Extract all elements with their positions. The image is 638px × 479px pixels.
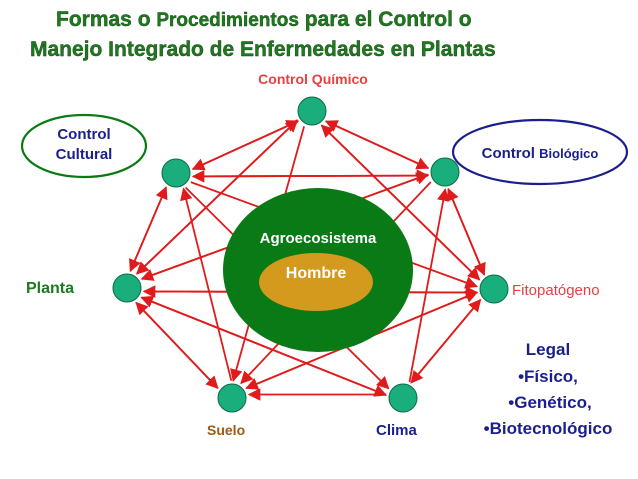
arrow-s-to-cc bbox=[180, 187, 233, 381]
arrow-c-to-f bbox=[410, 298, 482, 384]
method-item-genetico: •Genético, bbox=[508, 393, 591, 412]
title-part-1: Formas o bbox=[56, 8, 156, 31]
control-biologico-outline bbox=[451, 118, 629, 186]
label-fitopatogeno: Fitopatógeno bbox=[512, 282, 600, 299]
hombre-label: Hombre bbox=[286, 265, 347, 282]
title-line-2: Manejo Integrado de Enfermedades en Plan… bbox=[30, 38, 496, 61]
node-fitopatogeno bbox=[479, 274, 509, 304]
arrow-cb-to-cc bbox=[191, 170, 429, 183]
arrow-f-to-q bbox=[320, 124, 481, 281]
label-control-quimico: Control Químico bbox=[258, 71, 368, 87]
arrow-c-to-p bbox=[140, 295, 387, 396]
label-control-biologico: Control Biológico bbox=[482, 145, 599, 162]
arrow-p-to-q bbox=[136, 119, 299, 275]
control-cultural-outline bbox=[20, 113, 148, 179]
agroecosistema-label: Agroecosistema bbox=[260, 230, 377, 247]
node-suelo bbox=[217, 383, 247, 413]
method-item-biotecnologico: •Biotecnológico bbox=[484, 419, 613, 438]
title-part-2: Procedimientos bbox=[156, 10, 299, 31]
label-clima: Clima bbox=[376, 422, 418, 439]
label-control-cultural-line1: Control bbox=[57, 126, 110, 143]
label-suelo: Suelo bbox=[207, 422, 245, 438]
label-control-cultural-line2: Cultural bbox=[56, 146, 113, 163]
node-control-biologico bbox=[430, 157, 460, 187]
arrow-q-to-cc bbox=[191, 120, 299, 171]
arrow-f-to-cb bbox=[446, 187, 486, 276]
hombre-ellipse bbox=[259, 253, 373, 311]
title-line-1: Formas o Procedimientos para el Control … bbox=[56, 8, 472, 31]
label-control-biologico-part1: Control bbox=[482, 145, 540, 162]
node-control-quimico bbox=[297, 96, 327, 126]
arrow-c-to-cb bbox=[408, 188, 450, 383]
title-part-3: para el Control o bbox=[299, 8, 472, 31]
node-control-cultural bbox=[161, 158, 191, 188]
method-item-fisico: •Físico, bbox=[518, 367, 578, 386]
arrow-s-to-p bbox=[135, 301, 219, 389]
node-planta bbox=[112, 273, 142, 303]
node-clima bbox=[388, 383, 418, 413]
label-control-biologico-part2: Biológico bbox=[539, 146, 598, 161]
methods-heading: Legal bbox=[526, 340, 570, 359]
arrow-p-to-cc bbox=[129, 186, 168, 272]
arrow-cb-to-q bbox=[324, 120, 429, 169]
label-planta: Planta bbox=[26, 280, 74, 297]
